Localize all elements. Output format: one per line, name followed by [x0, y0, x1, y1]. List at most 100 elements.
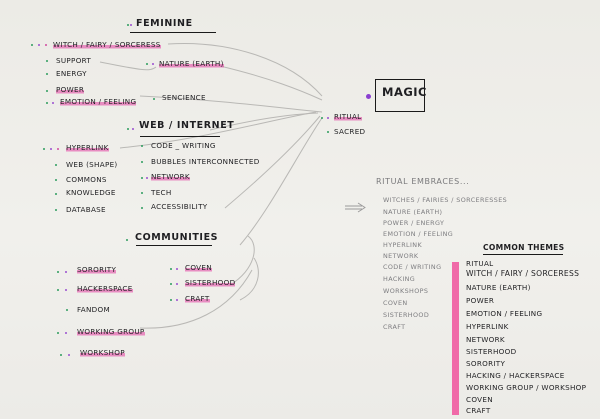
ritual-embraces-item: Code / Writing — [383, 263, 442, 271]
communities-heading: Communities — [135, 232, 219, 243]
magic-box — [375, 79, 425, 112]
bullet-dot — [327, 117, 329, 119]
bullet-dot — [176, 299, 178, 301]
bullet-dot — [65, 289, 67, 291]
common-themes-underline — [483, 254, 563, 255]
bullet-dot — [52, 102, 54, 104]
item-knowledge: Knowledge — [66, 188, 116, 197]
bullet-dot — [321, 117, 323, 119]
bullet-dot — [60, 354, 62, 356]
bullet-dot — [46, 73, 48, 75]
connector-communities — [239, 117, 323, 246]
item-sisterhood: Sisterhood — [185, 278, 236, 287]
bullet-dot — [152, 63, 154, 65]
connector-nature-feed — [99, 61, 157, 71]
common-theme-item: Nature (Earth) — [466, 283, 531, 292]
web-internet-heading: Web / Internet — [139, 120, 235, 131]
common-theme-item: Sisterhood — [466, 347, 517, 356]
common-theme-item: Hacking / Hackerspace — [466, 371, 565, 380]
bullet-dot — [50, 148, 52, 150]
common-theme-item: Witch / Fairy / Sorceress — [466, 269, 580, 278]
item-emotion-feeling: Emotion / Feeling — [60, 97, 137, 106]
connector-emotion — [139, 95, 323, 113]
item-energy: Energy — [56, 69, 87, 78]
bullet-dot — [55, 164, 57, 166]
bullet-dot — [55, 209, 57, 211]
connector-accessibility — [224, 115, 321, 209]
bullet-dot — [170, 268, 172, 270]
connector-working — [139, 269, 253, 329]
ritual-embraces-item: Coven — [383, 299, 408, 307]
item-tech: Tech — [151, 188, 172, 197]
bullet-dot — [146, 63, 148, 65]
connector-nature — [219, 65, 323, 101]
web-underline — [140, 136, 220, 138]
ritual-embraces-item: Power / Energy — [383, 219, 445, 227]
bullet-dot — [127, 24, 129, 26]
bullet-dot — [176, 283, 178, 285]
common-theme-item: Craft — [466, 406, 491, 415]
connector-craft — [239, 257, 259, 301]
bullet-dot — [141, 192, 143, 194]
arrow-head — [357, 202, 366, 213]
item-support: Support — [56, 56, 92, 65]
item-craft: Craft — [185, 294, 210, 303]
bullet-dot — [55, 179, 57, 181]
ritual-embraces-item: Workshops — [383, 287, 429, 295]
common-theme-item: Coven — [466, 395, 493, 404]
bullet-dot — [176, 268, 178, 270]
common-theme-item: Power — [466, 296, 495, 305]
feminine-underline — [130, 32, 216, 34]
common-themes-highlight-bar — [452, 262, 459, 415]
bullet-dot — [130, 24, 132, 26]
bullet-dot — [127, 128, 129, 130]
item-bubbles-interconnected: Bubbles Interconnected — [151, 157, 260, 166]
bullet-dot — [43, 148, 45, 150]
item-sorority: Sorority — [77, 265, 117, 274]
bullet-dot — [66, 309, 68, 311]
ritual-embraces-heading: Ritual Embraces... — [376, 177, 470, 186]
item-ritual: Ritual — [334, 112, 362, 121]
bullet-dot — [46, 90, 48, 92]
bullet-dot — [65, 332, 67, 334]
bullet-dot — [126, 239, 128, 241]
bullet-dot — [38, 44, 40, 46]
common-theme-item: Working Group / Workshop — [466, 383, 587, 392]
ritual-embraces-item: Craft — [383, 323, 406, 331]
item-hackerspace: Hackerspace — [77, 284, 133, 293]
ritual-embraces-item: Network — [383, 252, 419, 260]
bullet-dot — [68, 354, 70, 356]
communities-underline — [136, 245, 212, 247]
item-network: Network — [151, 172, 190, 181]
connector-hyperlink — [119, 111, 317, 149]
common-theme-item: Sorority — [466, 359, 506, 368]
item-hyperlink: Hyperlink — [66, 143, 109, 152]
ritual-embraces-item: Emotion / Feeling — [383, 230, 454, 238]
bullet-dot — [55, 193, 57, 195]
item-commons: Commons — [66, 175, 107, 184]
feminine-heading: Feminine — [136, 18, 193, 29]
item-web-shape: Web (Shape) — [66, 160, 118, 169]
magic-title: Magic — [382, 85, 428, 99]
connector-sisterhood — [229, 235, 255, 286]
bullet-dot — [141, 177, 143, 179]
common-theme-item: Network — [466, 335, 505, 344]
ritual-embraces-item: Sisterhood — [383, 311, 430, 319]
bullet-dot — [141, 145, 143, 147]
common-theme-item: Hyperlink — [466, 322, 509, 331]
item-accessibility: Accessibility — [151, 202, 208, 211]
magic-dot — [366, 94, 371, 99]
bullet-dot — [141, 207, 143, 209]
common-theme-item: Emotion / Feeling — [466, 309, 543, 318]
common-themes-heading: Common Themes — [483, 243, 565, 252]
item-code-writing: Code _ Writing — [151, 141, 216, 150]
bullet-dot — [146, 177, 148, 179]
bullet-dot — [132, 128, 134, 130]
bullet-dot — [45, 44, 47, 46]
bullet-dot — [46, 102, 48, 104]
bullet-dot — [327, 131, 329, 133]
bullet-dot — [170, 299, 172, 301]
common-theme-item: Ritual — [466, 259, 494, 268]
bullet-dot — [141, 161, 143, 163]
item-working-group: Working Group — [77, 327, 145, 336]
